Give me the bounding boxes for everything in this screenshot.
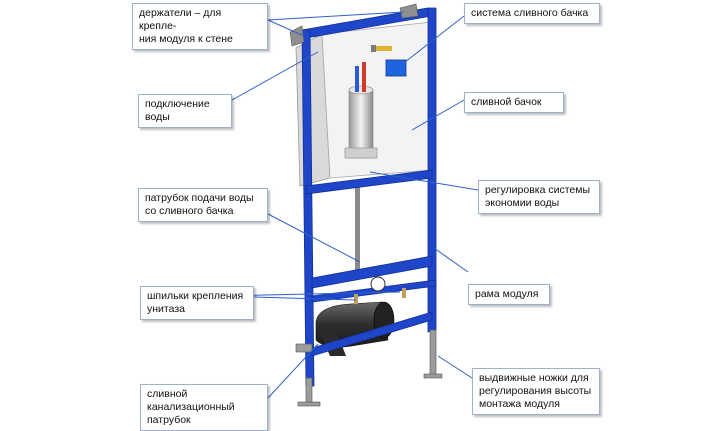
flush-valve-column	[344, 62, 378, 159]
label-drain-pipe: сливной канализационный патрубок	[140, 384, 268, 431]
label-flush-system: система сливного бачка	[464, 3, 600, 24]
adjustable-legs	[295, 329, 443, 407]
label-inlet-pipe: патрубок подачи воды со сливного бачка	[138, 188, 268, 222]
label-water-connection: подключение воды	[138, 94, 232, 128]
label-frame: рама модуля	[468, 284, 550, 305]
label-adjustable-legs: выдвижные ножки для регулирования высоты…	[472, 368, 600, 415]
adjustment-dial	[370, 276, 386, 292]
label-wall-holders: держатели – для крепле- ния модуля к сте…	[132, 3, 268, 50]
frame-structure	[301, 7, 437, 387]
module-illustration	[221, 3, 479, 407]
inlet-pipe-drawing	[355, 180, 360, 270]
label-mounting-studs: шпильки крепления унитаза	[140, 286, 254, 320]
float-valve	[371, 45, 407, 77]
installation-diagram: держатели – для крепле- ния модуля к сте…	[132, 3, 600, 431]
label-economy-control: регулировка системы экономии воды	[478, 180, 600, 214]
label-cistern: сливной бачок	[464, 92, 564, 113]
mounting-studs	[354, 288, 406, 304]
